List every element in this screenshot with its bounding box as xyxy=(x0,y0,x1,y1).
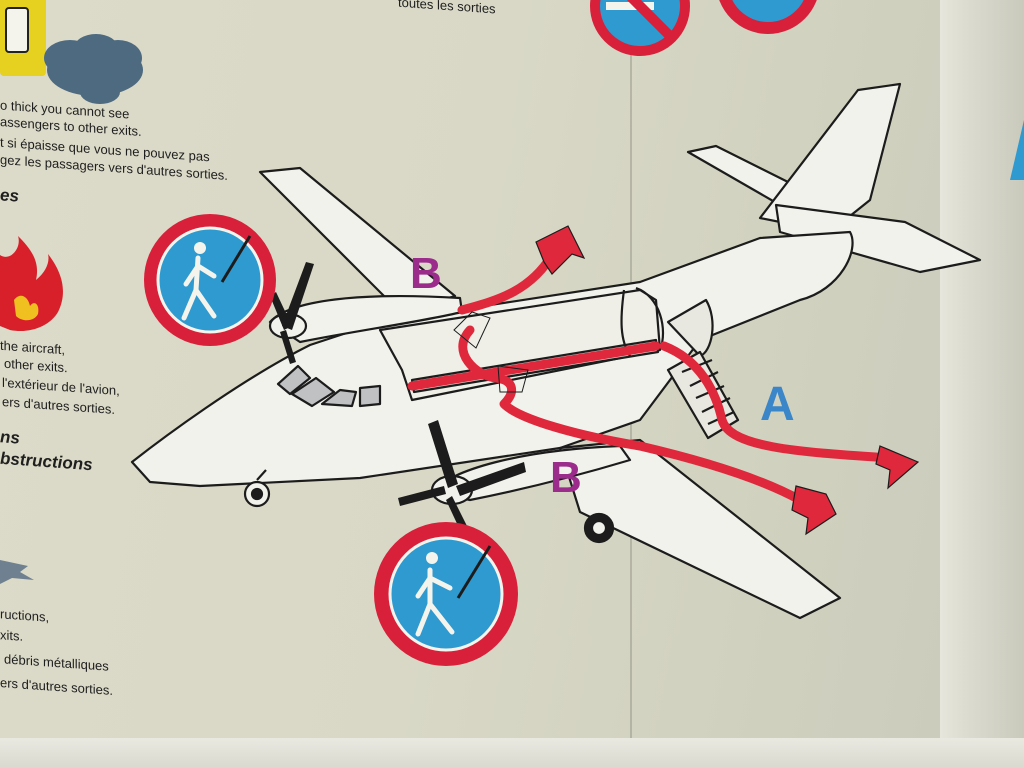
phone-icon xyxy=(0,0,46,76)
propeller-top xyxy=(270,262,314,364)
route-outline xyxy=(453,311,529,393)
aircraft xyxy=(130,82,982,620)
arrow-heads xyxy=(535,225,920,536)
arrow-up-overwing xyxy=(535,225,586,275)
no-smoking-icon-2 xyxy=(719,0,817,34)
no-smoking-icon xyxy=(590,0,690,56)
exit-label-b-top: B xyxy=(410,249,442,298)
card-edge-marker xyxy=(1010,120,1024,180)
walking-person-prohibited-icon xyxy=(144,214,276,346)
debris-icon xyxy=(0,560,34,584)
propeller-bottom xyxy=(398,420,526,530)
arrow-rear-exit xyxy=(875,445,920,490)
fire-icon xyxy=(0,236,63,332)
arrow-lower-wing xyxy=(791,485,837,536)
exit-label-a: A xyxy=(760,378,795,431)
walking-person-prohibited-icon-2 xyxy=(374,522,518,666)
card-bottom-edge xyxy=(0,738,1024,768)
evacuation-route-red xyxy=(407,247,895,505)
exit-label-b-bottom: B xyxy=(550,453,582,502)
smoke-cloud-icon xyxy=(44,34,143,104)
card-edge xyxy=(940,0,1024,768)
